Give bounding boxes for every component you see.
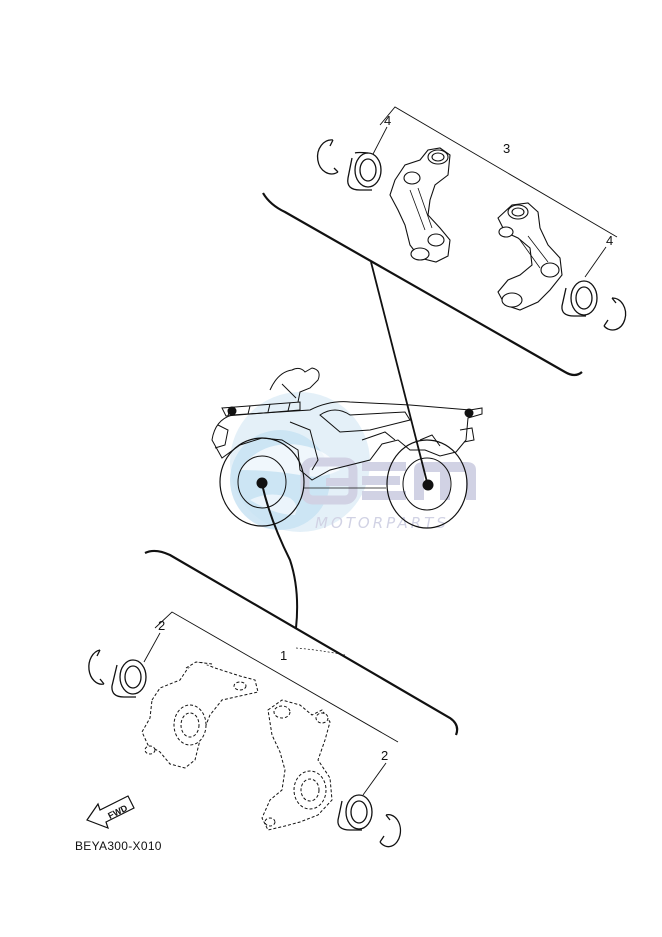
rear-arm-left	[389, 147, 451, 263]
fwd-arrow-icon: FWD	[86, 795, 135, 830]
rear-circlip-left	[316, 139, 339, 175]
rear-arm-right	[497, 202, 563, 311]
front-circlip-right	[379, 814, 402, 848]
rear-wheel	[386, 439, 468, 529]
front-leader-line	[261, 483, 299, 629]
watermark-letters	[300, 457, 476, 505]
front-panel-border	[144, 549, 459, 736]
callout-rear-bearing-right: 4	[606, 233, 613, 248]
rear-bearing-left	[347, 151, 382, 191]
front-wheel	[219, 437, 305, 527]
front-assembly-bracket	[154, 611, 399, 743]
front-knuckle-left	[141, 661, 259, 769]
rear-leader-line	[370, 261, 428, 483]
marker-dot-rear-rack	[464, 408, 474, 418]
callout-front-bearing-left: 2	[158, 618, 165, 633]
front-knuckle-right	[261, 699, 333, 831]
callout-rear-bearing-left: 4	[384, 113, 391, 128]
diagram-code: BEYA300-X010	[75, 839, 162, 853]
rear-panel-border	[262, 192, 583, 377]
front-bearing-right	[337, 794, 373, 831]
marker-dot-front-hub	[256, 477, 268, 489]
rear-bearing-right	[561, 280, 598, 317]
rear-panel	[262, 106, 618, 483]
callout-rear-assembly: 3	[503, 141, 510, 156]
watermark-text: MOTORPARTS	[315, 514, 449, 532]
callout-front-bearing-right: 2	[381, 748, 388, 763]
callout-front-assembly: 1	[280, 648, 287, 663]
rear-assembly-bracket	[379, 106, 618, 238]
marker-dot-rear-hub	[422, 479, 434, 491]
rear-circlip-right	[603, 297, 627, 331]
front-bearing-left	[111, 659, 147, 698]
marker-dot-front-rack	[227, 406, 237, 416]
front-circlip-left	[88, 649, 105, 685]
front-panel	[143, 483, 459, 796]
